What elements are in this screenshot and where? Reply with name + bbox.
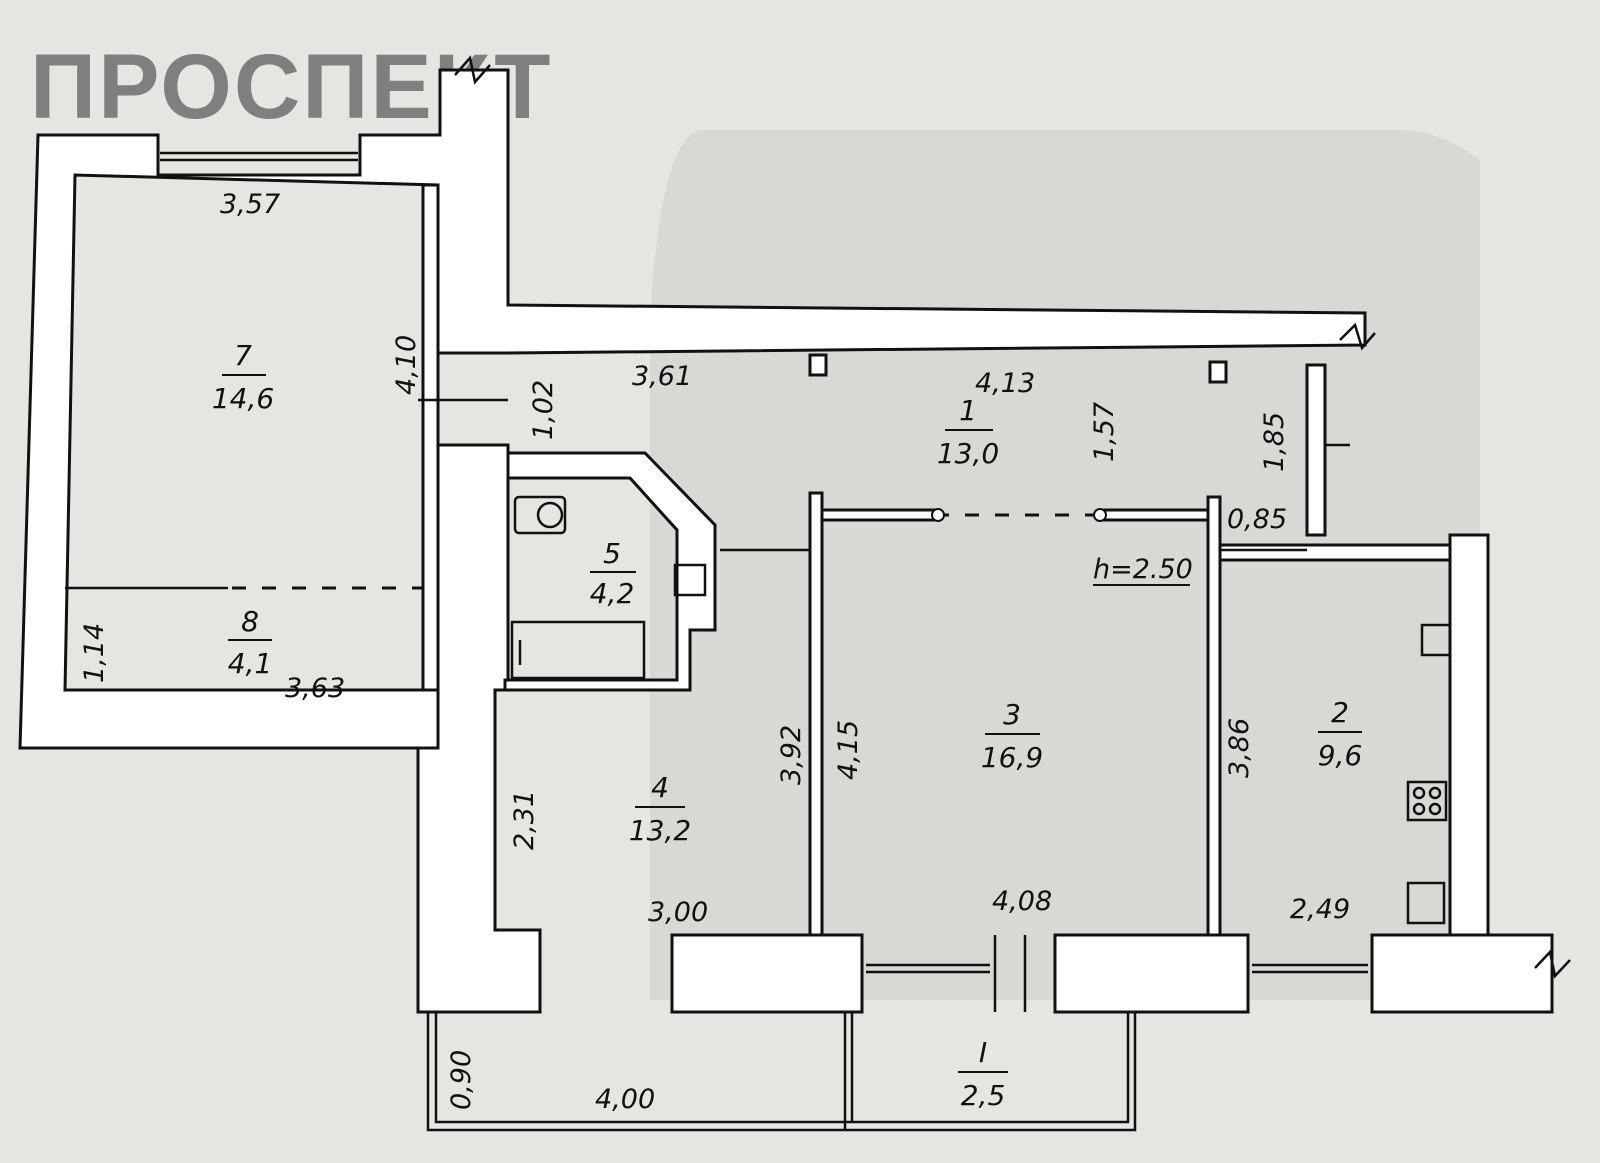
walls — [18, 68, 1554, 1014]
balcony — [426, 1012, 1137, 1132]
dim-label: 1,02 — [528, 380, 559, 440]
dim-label: 2,31 — [509, 790, 540, 850]
dim-label: 1,57 — [1089, 402, 1120, 462]
dim-label: 1,85 — [1259, 412, 1290, 472]
dimension-ticks — [418, 398, 1350, 552]
dim-label: 4,08 — [992, 886, 1052, 917]
dim-label: 3,92 — [776, 725, 807, 785]
dashed-dividers — [65, 508, 1107, 590]
room-label-8: 8 4,1 — [228, 605, 273, 680]
room-area: 4,1 — [228, 647, 273, 680]
room-label-7: 7 14,6 — [212, 339, 274, 415]
room-area: 13,2 — [629, 814, 691, 847]
room-label-4: 4 13,2 — [629, 771, 691, 847]
ceiling-height-note: h=2.50 — [1093, 554, 1193, 585]
room-area: 16,9 — [981, 741, 1043, 774]
dim-label: 4,15 — [833, 720, 864, 780]
room-area: 4,2 — [590, 577, 635, 610]
room-area: 14,6 — [212, 382, 274, 415]
dim-label: 3,61 — [632, 361, 692, 392]
dim-label: 4,00 — [595, 1084, 655, 1115]
windows — [160, 151, 1368, 1012]
dim-label: 0,85 — [1227, 504, 1287, 535]
dim-label: 3,00 — [648, 897, 708, 928]
break-marks — [454, 55, 1571, 979]
room-number: 2 — [1331, 696, 1349, 729]
dim-label: 3,57 — [220, 189, 280, 220]
room-label-2: 2 9,6 — [1318, 696, 1363, 772]
kitchen-fixtures — [1406, 623, 1452, 925]
dim-label: 0,90 — [446, 1050, 477, 1110]
room-number: 1 — [959, 394, 977, 427]
room-label-1: 1 13,0 — [937, 394, 999, 470]
room-label-3: 3 16,9 — [981, 698, 1043, 774]
dim-label: 1,14 — [79, 623, 110, 683]
room-number: 8 — [241, 605, 259, 638]
dim-label: 4,13 — [975, 368, 1035, 399]
room-number: I — [979, 1036, 987, 1069]
dim-label: 3,86 — [1224, 718, 1255, 778]
dim-label: 2,49 — [1290, 894, 1350, 925]
dim-label: 4,10 — [391, 335, 422, 395]
room-label-balcony: I 2,5 — [958, 1036, 1008, 1112]
bathroom-fixtures — [510, 495, 707, 680]
room-number: 3 — [1003, 698, 1021, 731]
room-area: 9,6 — [1318, 739, 1363, 772]
room-number: 7 — [234, 339, 252, 372]
room-area: 13,0 — [937, 437, 999, 470]
room-number: 5 — [603, 537, 621, 570]
room-area: 2,5 — [961, 1079, 1006, 1112]
room-number: 4 — [651, 771, 669, 804]
dim-label: 3,63 — [285, 673, 345, 704]
room-label-5: 5 4,2 — [590, 537, 636, 610]
